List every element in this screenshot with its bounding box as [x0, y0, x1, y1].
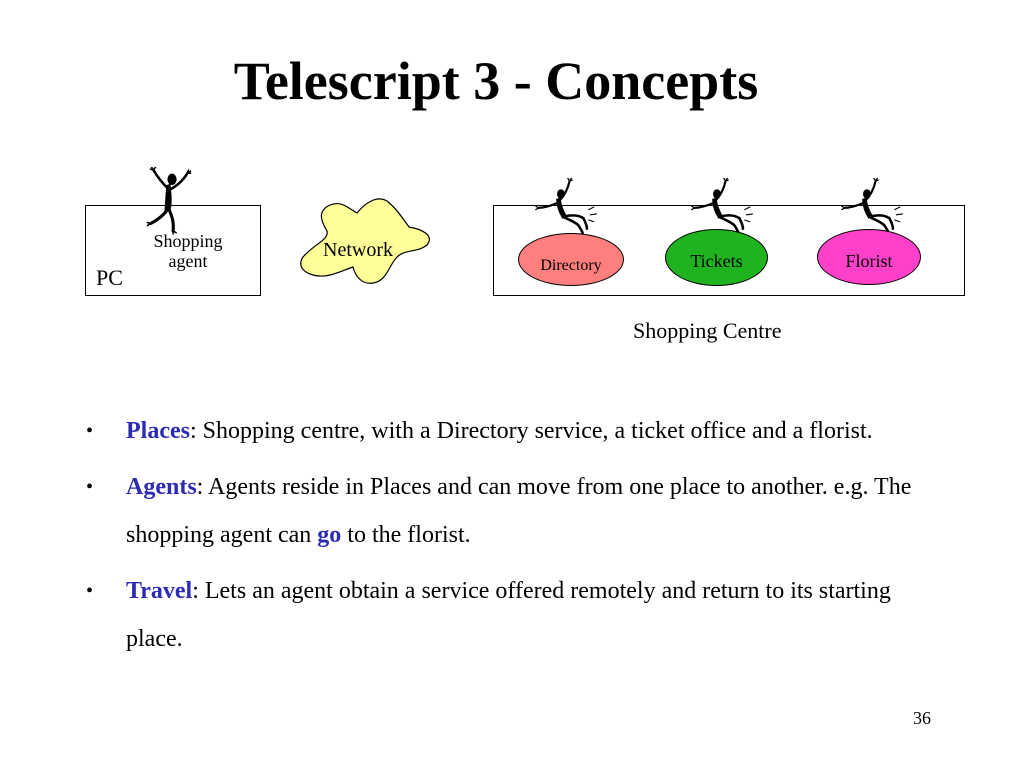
place-directory-label: Directory — [540, 257, 602, 274]
bullet-text-after: to the florist. — [341, 522, 471, 548]
bullet-places: • Places: Shopping centre, with a Direct… — [86, 407, 946, 455]
network-cloud-shape — [300, 198, 430, 284]
directory-agent-figure-icon — [534, 177, 598, 235]
bullet-dot-icon: • — [86, 420, 94, 442]
bullet-term: Places — [126, 418, 190, 444]
bullet-list: • Places: Shopping centre, with a Direct… — [86, 407, 946, 671]
bullet-dot-icon: • — [86, 580, 94, 602]
shopping-agent-label: Shopping agent — [128, 231, 248, 271]
network-cloud-path — [300, 198, 430, 284]
slide-title: Telescript 3 - Concepts — [233, 51, 759, 111]
network-label: Network — [323, 239, 393, 261]
place-florist-label: Florist — [845, 251, 893, 271]
shopping-agent-label-text: Shopping agent — [153, 231, 223, 271]
shopping-centre-caption: Shopping Centre — [633, 318, 782, 343]
bullet-text: : Lets an agent obtain a service offered… — [126, 578, 891, 652]
bullet-agents: • Agents: Agents reside in Places and ca… — [86, 463, 946, 559]
shopping-agent-figure-icon — [145, 167, 193, 236]
shopping-centre-box — [493, 205, 965, 296]
bullet-travel: • Travel: Lets an agent obtain a service… — [86, 567, 946, 663]
place-directory: Directory — [518, 233, 624, 286]
pc-label: PC — [96, 265, 123, 290]
page-number: 36 — [913, 708, 931, 728]
bullet-text: : Shopping centre, with a Directory serv… — [189, 418, 873, 444]
bullet-term: Travel — [126, 578, 193, 604]
place-tickets: Tickets — [665, 229, 768, 286]
bullet-term: Agents — [126, 474, 197, 500]
place-florist: Florist — [817, 229, 921, 285]
bullet-highlight: go — [317, 522, 342, 548]
pc-box — [85, 205, 261, 296]
bullet-text: : Agents reside in Places and can move f… — [126, 474, 912, 548]
bullet-dot-icon: • — [86, 476, 94, 498]
place-tickets-label: Tickets — [690, 251, 743, 271]
